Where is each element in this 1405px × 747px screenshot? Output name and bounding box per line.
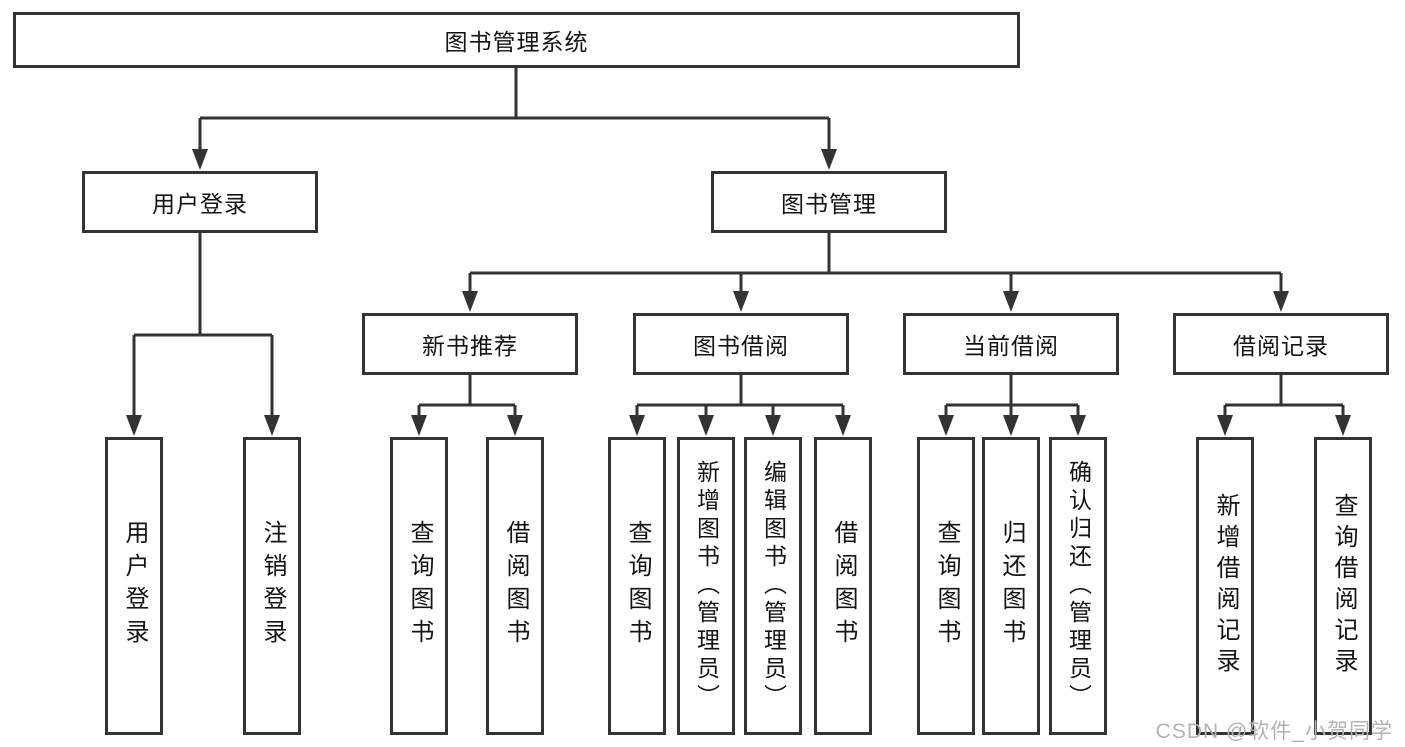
- node-label: 借阅图书: [830, 520, 857, 652]
- leaf-current-confirm-return-admin: 确认归还（管理员）: [1049, 437, 1107, 735]
- leaf-current-return-books: 归还图书: [982, 437, 1040, 735]
- leaf-borrow-add-books-admin: 新增图书（管理员）: [677, 437, 735, 735]
- node-label: 注销登录: [259, 520, 286, 652]
- node-label: 查询图书: [406, 520, 433, 652]
- leaf-user-login: 用户登录: [105, 437, 163, 735]
- node-label: 新增借阅记录: [1212, 493, 1239, 679]
- leaf-newbook-borrow-books: 借阅图书: [486, 437, 544, 735]
- leaf-borrow-borrow-books: 借阅图书: [814, 437, 872, 735]
- node-user-login: 用户登录: [82, 171, 318, 233]
- node-label: 查询图书: [624, 520, 651, 652]
- node-label: 查询借阅记录: [1330, 493, 1357, 679]
- leaf-borrow-query-books: 查询图书: [608, 437, 666, 735]
- node-label: 编辑图书（管理员）: [760, 460, 787, 712]
- node-current-borrowing: 当前借阅: [903, 313, 1119, 375]
- node-borrowing-records: 借阅记录: [1173, 313, 1389, 375]
- node-book-management: 图书管理: [711, 171, 947, 233]
- node-book-borrowing: 图书借阅: [633, 313, 849, 375]
- leaf-records-add-borrow-record: 新增借阅记录: [1196, 437, 1254, 735]
- leaf-newbook-query-books: 查询图书: [390, 437, 448, 735]
- node-label: 借阅图书: [502, 520, 529, 652]
- node-label: 归还图书: [998, 520, 1025, 652]
- arrowheads: [126, 149, 1351, 436]
- node-label: 查询图书: [933, 520, 960, 652]
- leaf-records-query-borrow-record: 查询借阅记录: [1314, 437, 1372, 735]
- leaf-borrow-edit-books-admin: 编辑图书（管理员）: [744, 437, 802, 735]
- leaf-logout-login: 注销登录: [243, 437, 301, 735]
- node-label: 确认归还（管理员）: [1065, 460, 1092, 712]
- node-new-book-recommendation: 新书推荐: [362, 313, 578, 375]
- leaf-current-query-books: 查询图书: [917, 437, 975, 735]
- node-label: 新增图书（管理员）: [693, 460, 720, 712]
- node-system-root: 图书管理系统: [13, 12, 1020, 68]
- csdn-watermark: CSDN @软件_小贺同学: [1155, 720, 1393, 743]
- node-label: 用户登录: [121, 520, 148, 652]
